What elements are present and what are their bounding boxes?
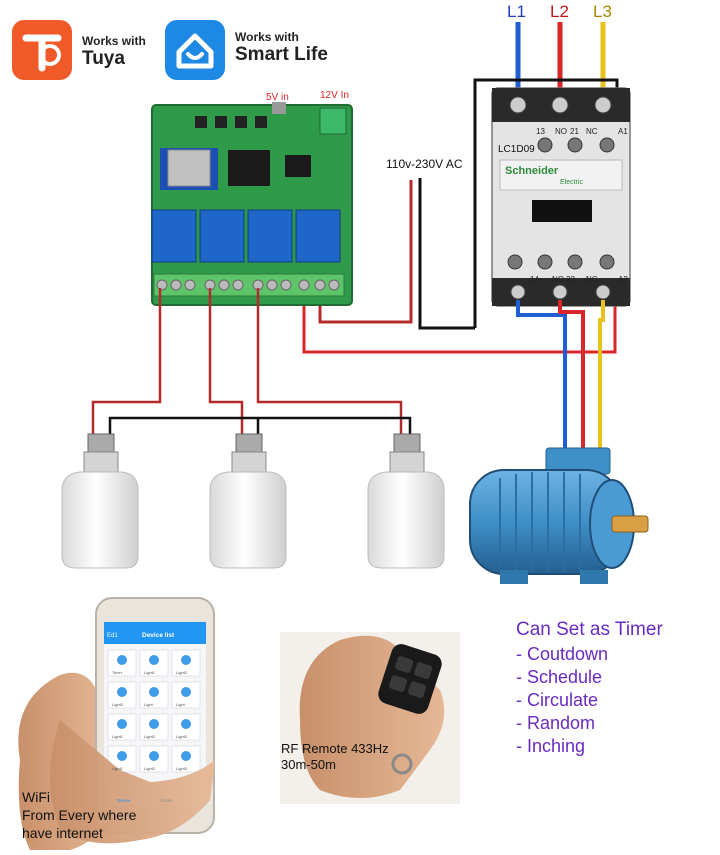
phone-header-left: Ed1	[107, 633, 118, 639]
tile-label: Light1	[112, 766, 124, 771]
label-5v-in: 5V in	[266, 92, 289, 103]
wifi-line-1: WiFi	[22, 789, 50, 805]
relay-terminals	[153, 273, 345, 297]
tile-label: Timer	[112, 670, 123, 675]
rf-line-1: RF Remote 433Hz	[281, 741, 389, 756]
usb-port	[272, 102, 286, 114]
rf-remote-hand	[280, 632, 460, 804]
lamp-wires	[91, 288, 412, 438]
smartlife-logo-icon	[165, 20, 225, 80]
phone-hand	[18, 597, 215, 850]
contactor-model: LC1D09	[498, 144, 535, 155]
wifi-line-2: From Every where	[22, 807, 137, 823]
terminal-label: A1	[618, 127, 628, 136]
terminal-label: NC	[586, 275, 598, 284]
tile-label: Light	[176, 702, 186, 707]
tile-label: Light1	[112, 734, 124, 739]
motor-shaft	[611, 515, 649, 533]
tile-label: Light	[144, 702, 154, 707]
contactor-top-terminal-labels: 13 NO 21 NC A1	[536, 127, 628, 136]
smartlife-name: Smart Life	[235, 44, 328, 65]
timer-item: Schedule	[516, 666, 716, 689]
smartlife-badge	[165, 20, 225, 80]
timer-item: Random	[516, 712, 716, 735]
line-label-l3: L3	[593, 2, 612, 21]
tile-label: Light2	[144, 734, 156, 739]
tile-label: Light3	[112, 702, 124, 707]
terminal-label: NC	[586, 127, 598, 136]
relay-board	[151, 102, 353, 306]
supply-lines	[515, 22, 606, 100]
rf-remote-caption: RF Remote 433Hz 30m-50m	[281, 741, 389, 773]
tile-label: Light2	[176, 670, 188, 675]
line-label-l1: L1	[507, 2, 526, 21]
terminal-label: NO	[552, 275, 564, 284]
line-label-l2: L2	[550, 2, 569, 21]
timer-features: Can Set as Timer Coutdown Schedule Circu…	[516, 618, 716, 758]
keyring-icon	[391, 753, 413, 775]
terminal-label: 21	[570, 127, 579, 136]
rf-remote	[378, 644, 442, 714]
contactor-window	[532, 200, 592, 222]
terminal-label: 22	[566, 275, 575, 284]
motor-wires	[516, 300, 605, 452]
wifi-line-3: have internet	[22, 825, 103, 841]
tile-label: Light3	[176, 734, 188, 739]
relays	[151, 209, 341, 263]
tuya-badge	[12, 20, 72, 80]
terminal-label: A2	[618, 275, 628, 284]
smartlife-badge-text: Works with Smart Life	[235, 30, 328, 66]
tuya-works-with: Works with	[82, 34, 146, 48]
bulb-1	[61, 433, 139, 569]
timer-heading: Can Set as Timer	[516, 619, 663, 640]
terminal-label: 13	[536, 127, 545, 136]
phone-tab-scene: Scene	[160, 798, 173, 803]
wifi-caption: WiFi From Every where have internet	[22, 788, 136, 842]
timer-item: Inching	[516, 735, 716, 758]
tuya-name: Tuya	[82, 48, 125, 69]
tile-label: Light3	[176, 766, 188, 771]
bulb-3	[367, 433, 445, 569]
contactor-bottom-terminal-labels: 14 NO 22 NC A2	[530, 275, 628, 284]
terminal-label: NO	[555, 127, 567, 136]
phone-tile-labels: Timer Light1 Light2 Light3 Light Light L…	[112, 670, 188, 771]
motor	[469, 447, 649, 584]
supply-voltage-label: 110v-230V AC	[386, 157, 463, 171]
contactor-brand-sub: Electric	[560, 179, 583, 186]
terminal-label: 14	[530, 275, 539, 284]
smartlife-works-with: Works with	[235, 30, 299, 44]
contactor	[491, 87, 631, 307]
label-12v-in: 12V In	[320, 90, 349, 101]
phone-tab-device: Device	[117, 798, 131, 803]
tuya-badge-text: Works with Tuya	[82, 34, 146, 70]
rf-line-2: 30m-50m	[281, 757, 336, 772]
tile-label: Light1	[144, 670, 156, 675]
timer-item: Coutdown	[516, 643, 716, 666]
bulb-2	[209, 433, 287, 569]
timer-list: Coutdown Schedule Circulate Random Inchi…	[516, 643, 716, 758]
timer-item: Circulate	[516, 689, 716, 712]
tile-label: Light2	[144, 766, 156, 771]
phone-header-title: Device list	[142, 632, 175, 639]
contactor-brand: Schneider	[505, 165, 559, 177]
